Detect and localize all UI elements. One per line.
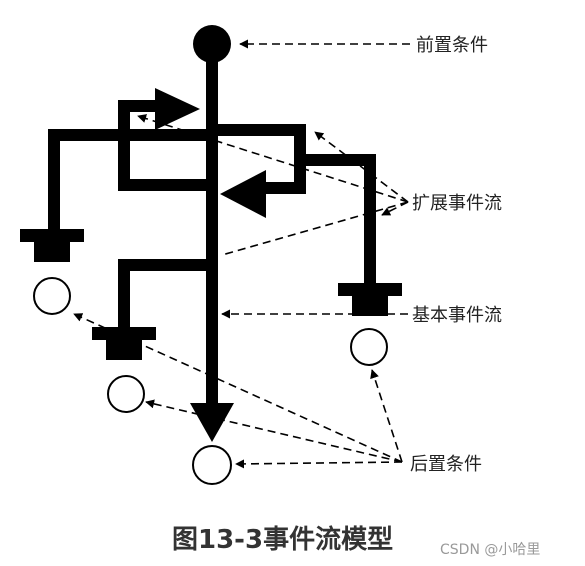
alt-flow-pointer-2 xyxy=(314,131,409,203)
postcondition-label: 后置条件 xyxy=(410,454,482,475)
alt-flow-pointer-3 xyxy=(381,201,409,216)
basic-flow-label: 基本事件流 xyxy=(412,305,502,326)
right-branch-stub xyxy=(352,296,388,316)
precondition-label: 前置条件 xyxy=(416,35,488,56)
mid-branch-path xyxy=(118,259,218,336)
upper-loop-arrowhead xyxy=(155,88,200,130)
basic-flow-arrowhead xyxy=(190,403,234,442)
right-branch-path xyxy=(294,154,376,291)
mid-branch-stub xyxy=(106,340,142,360)
figure-caption: 图13-3事件流模型 xyxy=(172,525,393,555)
alt-flow-label: 扩展事件流 xyxy=(412,193,502,214)
left-branch-stub xyxy=(34,242,70,262)
left-branch-path xyxy=(48,129,218,238)
post-pointer-mid xyxy=(145,399,403,463)
watermark: CSDN @小哈里 xyxy=(440,542,540,558)
mid-end-node xyxy=(107,375,145,413)
left-end-node xyxy=(33,277,71,315)
right-branch-bar xyxy=(338,283,402,296)
upper-loop-path xyxy=(118,100,218,191)
right-loop-arrowhead xyxy=(220,170,266,218)
final-end-node xyxy=(192,445,232,485)
alt-flow-pointer-4 xyxy=(221,201,409,256)
mid-branch-bar xyxy=(92,327,156,340)
post-pointer-left xyxy=(73,313,403,463)
start-node xyxy=(193,25,231,63)
post-pointer-right xyxy=(370,369,403,463)
post-pointer-bottom xyxy=(235,459,403,469)
alt-flow-pointer-1 xyxy=(137,114,409,203)
right-end-node xyxy=(350,328,388,366)
left-branch-bar xyxy=(20,229,84,242)
